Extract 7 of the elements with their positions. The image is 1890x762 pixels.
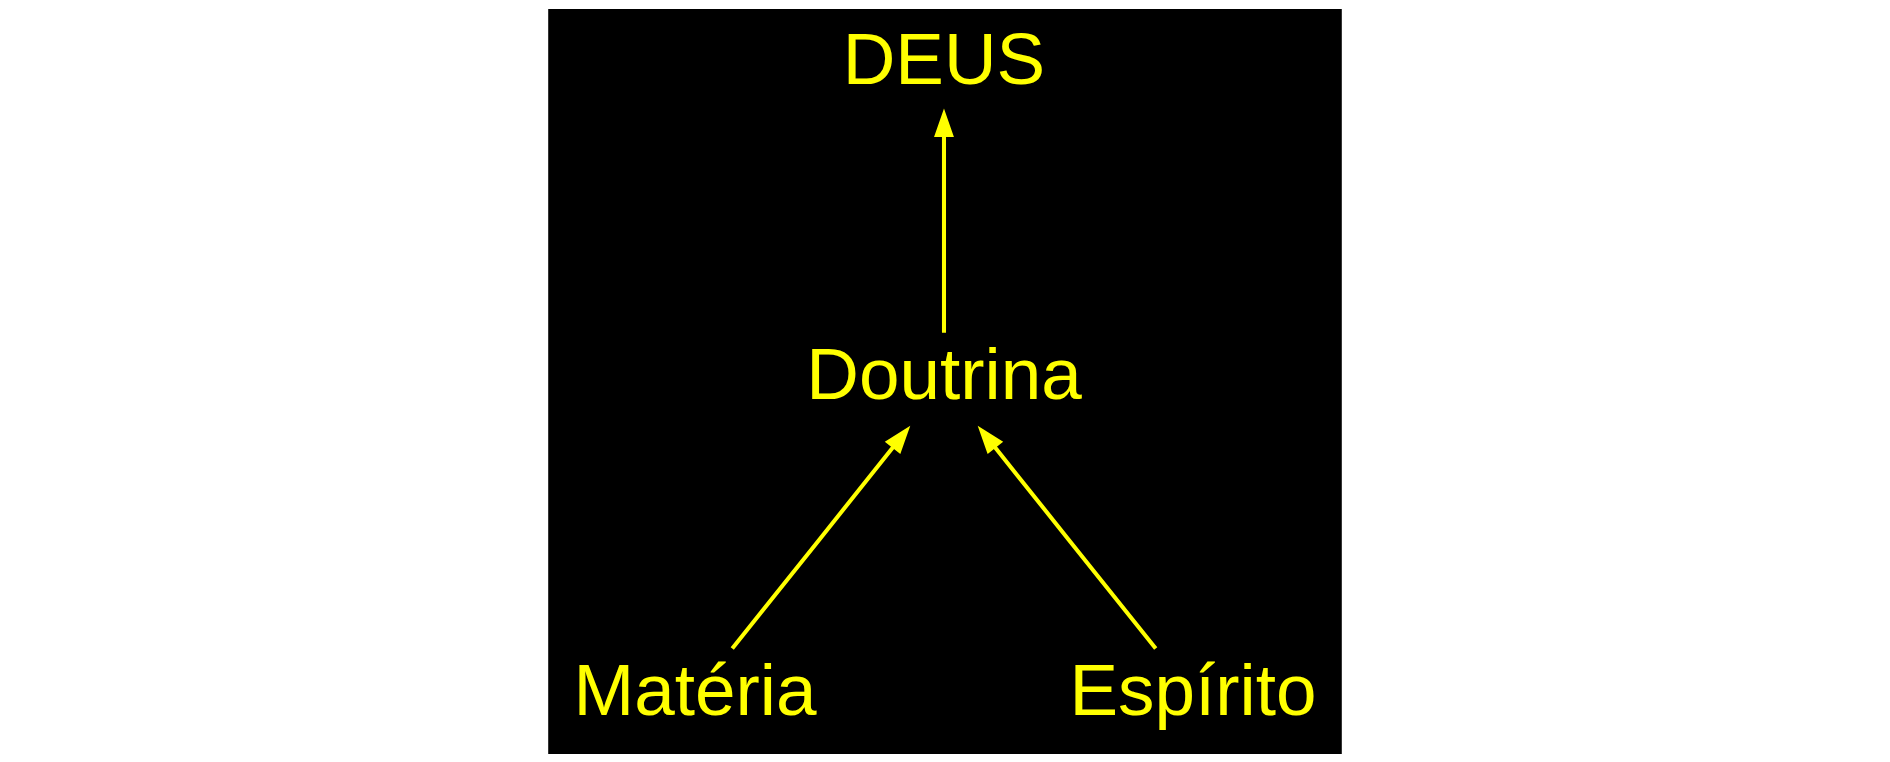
node-text: Espírito — [1069, 648, 1317, 730]
node-text: Matéria — [573, 648, 817, 730]
node-text: DEUS — [842, 17, 1046, 98]
node-text: Doutrina — [806, 332, 1082, 414]
arrow — [730, 425, 911, 650]
arrow — [934, 108, 954, 333]
arrow — [977, 425, 1158, 650]
